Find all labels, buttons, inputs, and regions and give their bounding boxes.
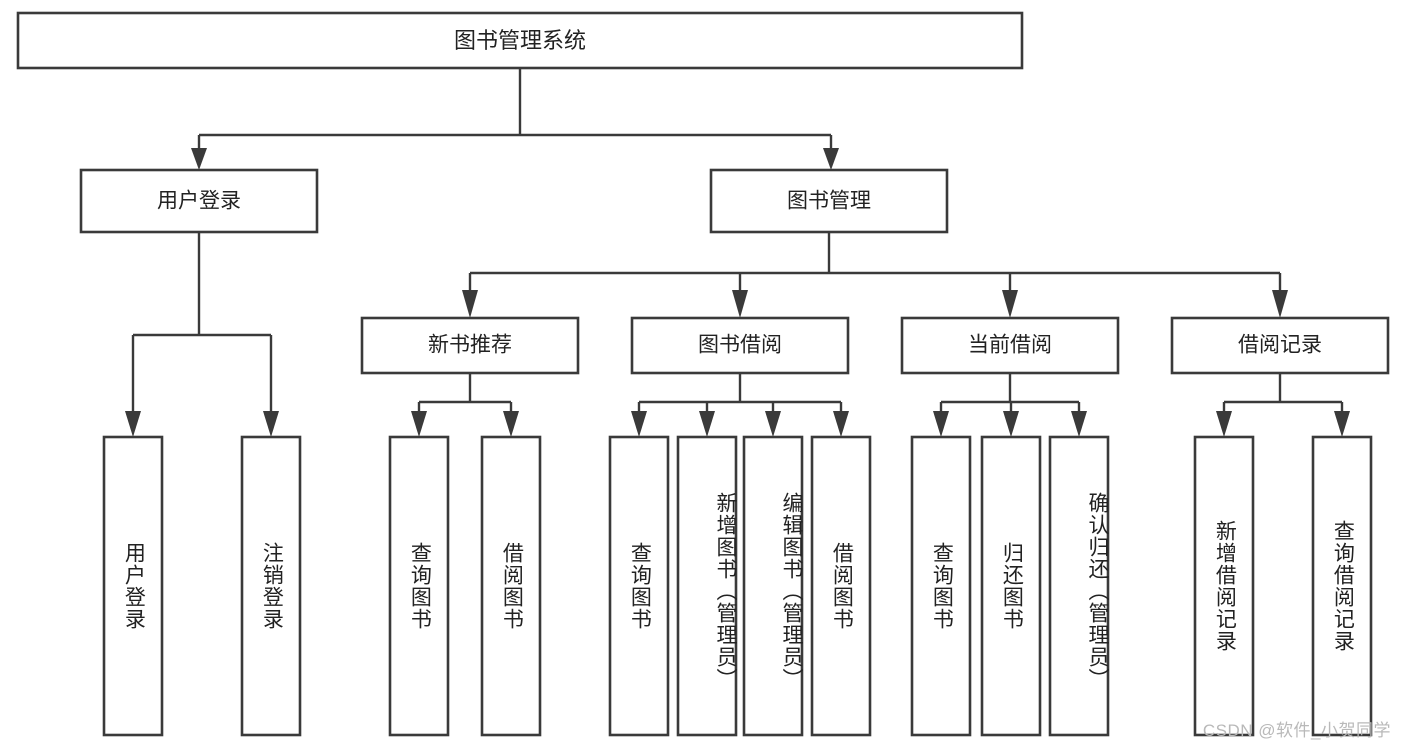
csdn-watermark: CSDN @软件_小贺同学	[1202, 721, 1391, 740]
arrow-head-borrow-record	[1272, 290, 1288, 318]
arrow-head-book-mgmt	[823, 148, 839, 170]
node-new-book-recommend-label: 新书推荐	[428, 334, 512, 357]
node-user-login[interactable]: 用户登录	[79, 168, 319, 234]
node-user-login-box[interactable]	[79, 168, 319, 234]
node-borrow-record-box[interactable]	[1170, 316, 1390, 375]
leaf-box-nb-borrow-book[interactable]	[480, 435, 542, 737]
leaf-box-layer	[102, 435, 1373, 737]
node-book-management-box[interactable]	[709, 168, 949, 234]
node-new-book-recommend-box[interactable]	[360, 316, 580, 375]
node-user-login-label: 用户登录	[157, 190, 241, 213]
node-book-borrow-box[interactable]	[630, 316, 850, 375]
leaf-box-br-query-record[interactable]	[1311, 435, 1373, 737]
arrow-head-br-add-record	[1216, 411, 1232, 437]
node-borrow-record-label: 借阅记录	[1238, 334, 1322, 357]
arrow-head-leaf-logout	[263, 411, 279, 437]
node-root-box[interactable]	[16, 11, 1024, 70]
node-root-label: 图书管理系统	[454, 28, 586, 53]
arrow-head-nb-borrow-book	[503, 411, 519, 437]
node-current-borrow-box[interactable]	[900, 316, 1120, 375]
arrow-head-cb-query-book	[933, 411, 949, 437]
arrow-head-user-login	[191, 148, 207, 170]
arrow-head-bb-query-book	[631, 411, 647, 437]
node-book-management-label: 图书管理	[787, 190, 871, 213]
leaf-box-cb-query-book[interactable]	[910, 435, 972, 737]
arrow-head-bb-edit-book	[765, 411, 781, 437]
arrow-head-leaf-user-login	[125, 411, 141, 437]
arrow-head-bb-borrow-book	[833, 411, 849, 437]
connector-layer	[125, 68, 1350, 437]
leaf-box-cb-confirm-return[interactable]	[1048, 435, 1110, 737]
leaf-box-bb-add-book[interactable]	[676, 435, 738, 737]
leaf-box-cb-return-book[interactable]	[980, 435, 1042, 737]
node-book-borrow-label: 图书借阅	[698, 334, 782, 357]
node-root[interactable]: 图书管理系统	[16, 11, 1024, 70]
node-current-borrow-label: 当前借阅	[968, 334, 1052, 357]
leaf-box-nb-query-book[interactable]	[388, 435, 450, 737]
node-book-management[interactable]: 图书管理	[709, 168, 949, 234]
node-borrow-record[interactable]: 借阅记录	[1170, 316, 1390, 375]
arrow-head-br-query-record	[1334, 411, 1350, 437]
arrow-head-cb-return-book	[1003, 411, 1019, 437]
arrow-head-new-book	[462, 290, 478, 318]
leaf-box-br-add-record[interactable]	[1193, 435, 1255, 737]
node-book-borrow[interactable]: 图书借阅	[630, 316, 850, 375]
arrow-head-bb-add-book	[699, 411, 715, 437]
leaf-box-bb-edit-book[interactable]	[742, 435, 804, 737]
arrow-head-current-borrow	[1002, 290, 1018, 318]
arrow-head-cb-confirm-return	[1071, 411, 1087, 437]
leaf-box-logout[interactable]	[240, 435, 302, 737]
arrow-head-nb-query-book	[411, 411, 427, 437]
arrow-head-book-borrow	[732, 290, 748, 318]
leaf-box-bb-query-book[interactable]	[608, 435, 670, 737]
leaf-box-bb-borrow-book[interactable]	[810, 435, 872, 737]
leaf-box-user-login[interactable]	[102, 435, 164, 737]
node-current-borrow[interactable]: 当前借阅	[900, 316, 1120, 375]
node-new-book-recommend[interactable]: 新书推荐	[360, 316, 580, 375]
